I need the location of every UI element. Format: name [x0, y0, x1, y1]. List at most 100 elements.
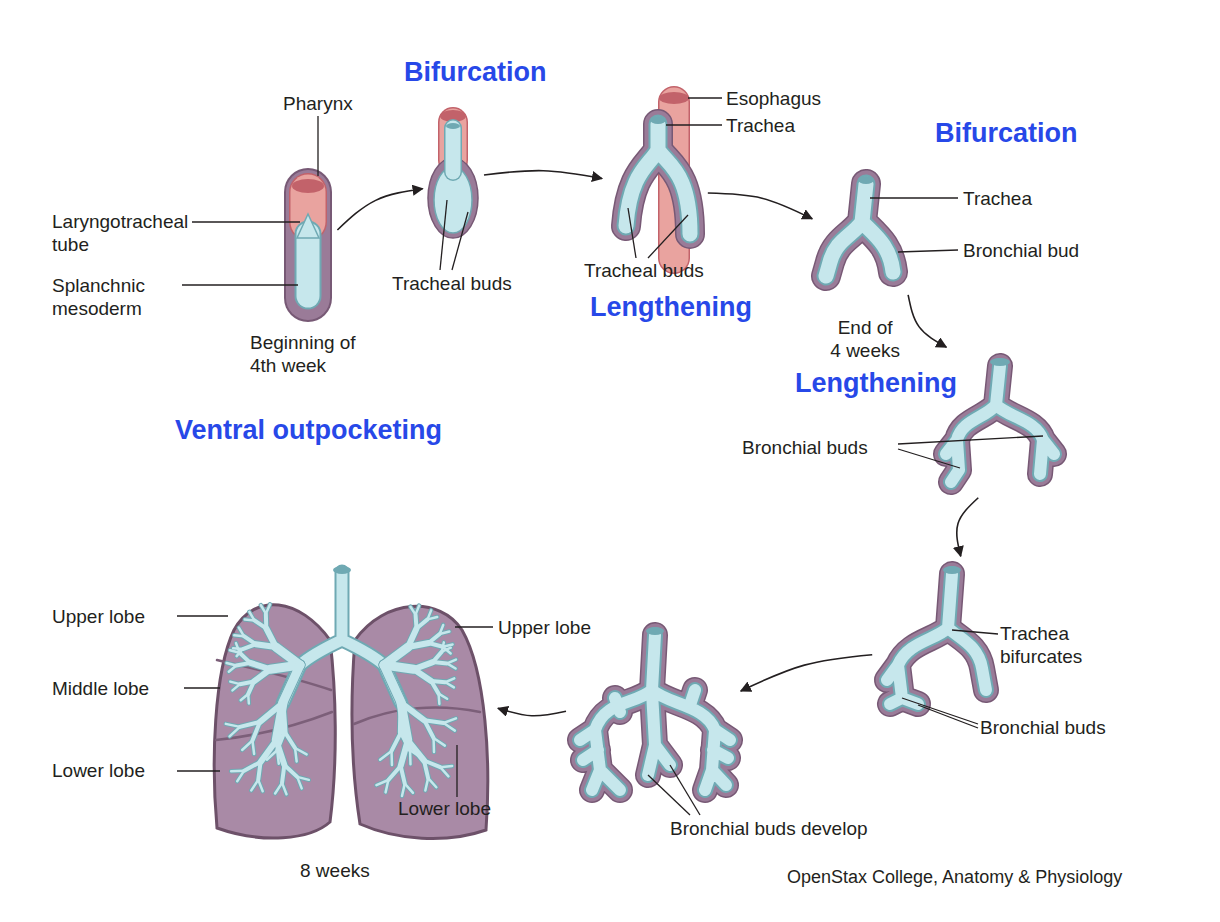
part-label: Lower lobe: [398, 797, 491, 820]
bronchiole: [282, 765, 284, 783]
bronchiole: [417, 619, 428, 628]
bronchiole: [261, 740, 277, 762]
progression-arrow: [337, 189, 422, 230]
leader-line: [952, 630, 998, 634]
bronchial-buds: [887, 574, 986, 704]
leader-line: [628, 208, 636, 258]
leader-line: [192, 221, 300, 222]
bronchiole: [282, 783, 286, 794]
bronchiole: [416, 606, 420, 615]
bronchiole: [227, 663, 237, 666]
bronchiole: [444, 718, 456, 723]
bronchiole: [237, 771, 244, 782]
leader-line: [184, 687, 220, 688]
bronchiole: [445, 682, 454, 687]
trachea-opening: [646, 627, 664, 635]
bronchiole: [276, 740, 284, 765]
bronchiole: [226, 724, 240, 727]
bronchiole: [429, 643, 443, 647]
bronchiole: [414, 669, 431, 681]
bronchiole: [240, 653, 251, 663]
bronchiole: [401, 766, 405, 784]
bronchiole: [376, 780, 388, 785]
bronchiole: [425, 778, 428, 790]
bronchiole: [405, 784, 413, 793]
bronchiole: [409, 750, 412, 764]
bronchiole: [440, 767, 448, 776]
bronchiole: [252, 741, 254, 754]
bronchiole: [249, 612, 254, 621]
bronchiole: [266, 604, 270, 613]
bronchiole: [252, 741, 254, 754]
bronchiole: [384, 665, 401, 703]
bronchiole: [242, 741, 252, 750]
bronchiole: [239, 628, 244, 637]
leader-line: [666, 124, 722, 125]
part-label: Tracheal buds: [392, 272, 512, 295]
laryngotracheal-tube: [297, 234, 320, 296]
process-label: Bifurcation: [404, 56, 547, 88]
bronchial-bud: [826, 184, 893, 276]
bronchiole: [388, 766, 400, 780]
bronchiole: [283, 665, 300, 703]
bronchiole: [401, 703, 408, 740]
part-label: Trachea: [726, 114, 795, 137]
bronchiole: [416, 606, 420, 615]
leader-line: [898, 436, 1043, 444]
trachea-opening: [858, 176, 874, 184]
bronchus: [283, 572, 401, 703]
leader-line: [670, 765, 700, 815]
trachea: [446, 128, 461, 172]
bronchiole: [380, 751, 391, 760]
bronchial-buds: [946, 366, 1054, 482]
bronchiole: [440, 767, 448, 776]
progression-arrow: [957, 498, 979, 557]
progression-arrow: [498, 708, 566, 716]
bronchiole: [282, 783, 286, 794]
part-label: Bronchial buds: [742, 436, 868, 459]
bronchiole: [240, 722, 260, 727]
bronchiole: [428, 617, 438, 619]
bronchiole: [431, 681, 438, 694]
bronchiole: [244, 636, 256, 644]
part-label: Beginning of 4th week: [250, 331, 370, 377]
bronchiole: [230, 682, 240, 685]
part-label: Bronchial bud: [963, 239, 1079, 262]
bronchiole: [227, 663, 237, 666]
bronchiole: [240, 653, 251, 663]
bronchiole: [392, 733, 401, 751]
bronchiole: [295, 748, 297, 761]
leader-line: [648, 775, 690, 815]
bronchiole: [230, 727, 240, 736]
bronchiole: [285, 732, 295, 748]
part-label: Lower lobe: [52, 759, 145, 782]
bronchiole: [428, 778, 436, 787]
pharynx-opening: [292, 179, 324, 193]
arrows: [337, 171, 978, 716]
bronchiole: [380, 751, 391, 760]
bronchiole: [250, 663, 270, 669]
process-label: Lengthening: [795, 367, 957, 399]
bronchiole: [236, 643, 240, 653]
leader-line: [182, 284, 298, 285]
stage-drawing: [940, 352, 1062, 492]
bronchiole: [275, 783, 282, 794]
leader-line: [898, 250, 958, 252]
stage-illustration: Bronchial buds: [940, 352, 1062, 492]
tracheal-buds: [626, 124, 690, 234]
trachea-opening: [650, 116, 666, 124]
bronchiole: [432, 738, 435, 752]
bronchiole: [261, 740, 277, 762]
bronchiole: [297, 777, 301, 788]
bronchiole: [258, 780, 262, 791]
bronchial-tree: [580, 635, 730, 790]
leader-line: [902, 698, 978, 724]
bronchiole: [241, 694, 248, 700]
bronchiole: [226, 724, 240, 727]
bronchiole: [408, 643, 429, 647]
bronchiole: [444, 723, 455, 731]
stage-drawing: [878, 562, 995, 712]
part-label: Esophagus: [726, 87, 821, 110]
bronchiole: [276, 740, 284, 765]
